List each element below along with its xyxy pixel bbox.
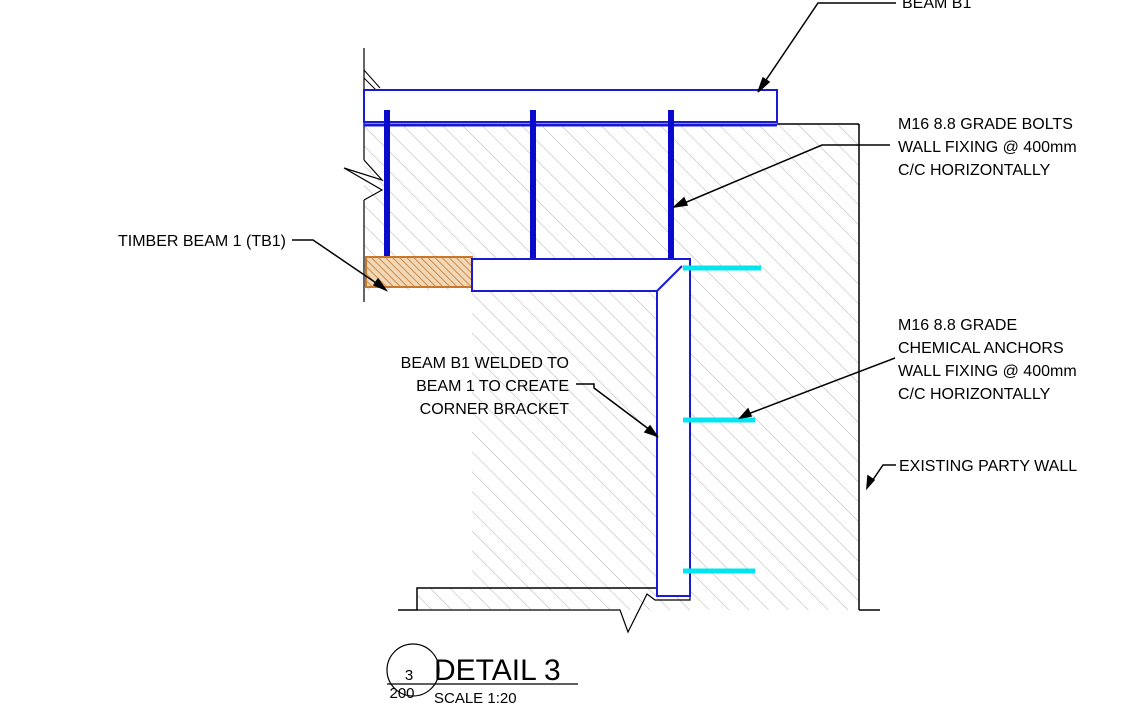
label-welded-line-2: BEAM 1 TO CREATE [416, 378, 569, 395]
floor-slab [398, 587, 691, 634]
detail-title: 3 200 DETAIL 3 SCALE 1:20 [386, 643, 578, 707]
chemical-anchors [683, 265, 761, 574]
label-welded-line-3: CORNER BRACKET [420, 401, 570, 418]
label-party-wall: EXISTING PARTY WALL [899, 458, 1077, 475]
detail-title-text: DETAIL 3 [434, 654, 561, 687]
label-anchors-line-1: M16 8.8 GRADE [898, 317, 1017, 334]
label-bolts-line-2: WALL FIXING @ 400mm [898, 139, 1077, 156]
beam-b1 [363, 89, 778, 127]
label-anchors-line-2: CHEMICAL ANCHORS [898, 340, 1064, 357]
bubble-detail-number: 3 [405, 667, 413, 684]
label-bolts-line-3: C/C HORIZONTALLY [898, 162, 1051, 179]
detail-bubble [386, 643, 440, 697]
label-timber-beam: TIMBER BEAM 1 (TB1) [118, 233, 286, 250]
corner-bracket [471, 258, 691, 597]
label-anchors-line-4: C/C HORIZONTALLY [898, 386, 1051, 403]
timber-beam [365, 256, 473, 288]
labels: BEAM B1 M16 8.8 GRADE BOLTS WALL FIXING … [118, 0, 1077, 475]
party-wall [364, 123, 880, 611]
leaders [292, 2, 896, 491]
bubble-sheet-number: 200 [389, 685, 414, 702]
detail-scale-text: SCALE 1:20 [434, 690, 517, 707]
label-bolts-line-1: M16 8.8 GRADE BOLTS [898, 116, 1073, 133]
label-beam-b1: BEAM B1 [902, 0, 971, 12]
label-anchors-line-3: WALL FIXING @ 400mm [898, 363, 1077, 380]
label-welded-line-1: BEAM B1 WELDED TO [401, 355, 569, 372]
